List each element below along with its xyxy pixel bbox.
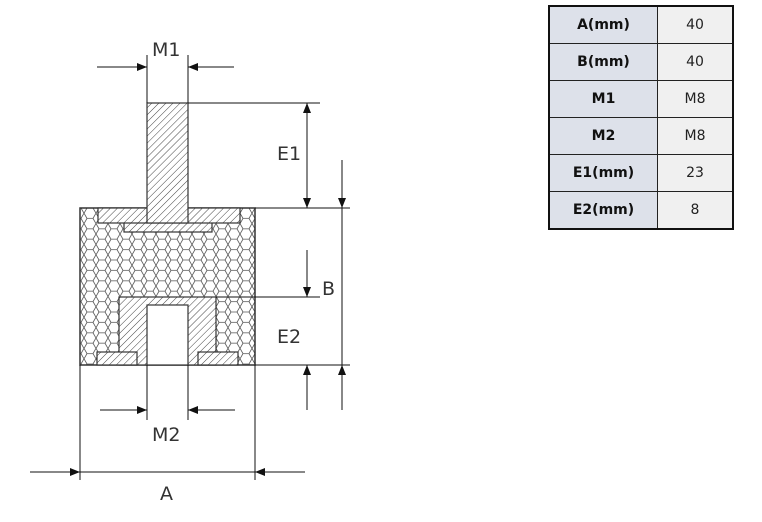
table-row: A(mm)40 <box>548 5 734 44</box>
label-a: A <box>160 483 173 505</box>
row-value: 8 <box>657 191 734 230</box>
label-m2: M2 <box>152 424 180 446</box>
table-row: E1(mm)23 <box>548 154 734 192</box>
row-key: M2 <box>548 117 658 155</box>
row-value: M8 <box>657 117 734 155</box>
row-value: 40 <box>657 43 734 81</box>
mount-drawing: M1 E1 B E2 M2 A <box>30 39 350 505</box>
row-value: 23 <box>657 154 734 192</box>
row-key: A(mm) <box>548 5 658 44</box>
row-key: M1 <box>548 80 658 118</box>
table-row: E2(mm)8 <box>548 191 734 230</box>
label-m1: M1 <box>152 39 180 61</box>
top-stud <box>97 102 241 233</box>
bottom-insert <box>96 296 239 366</box>
row-key: E2(mm) <box>548 191 658 230</box>
label-e2: E2 <box>277 326 301 348</box>
row-value: M8 <box>657 80 734 118</box>
dimension-lines <box>30 55 350 480</box>
table-row: B(mm)40 <box>548 43 734 81</box>
row-value: 40 <box>657 5 734 44</box>
label-e1: E1 <box>277 143 301 165</box>
label-b: B <box>322 278 335 300</box>
row-key: E1(mm) <box>548 154 658 192</box>
row-key: B(mm) <box>548 43 658 81</box>
